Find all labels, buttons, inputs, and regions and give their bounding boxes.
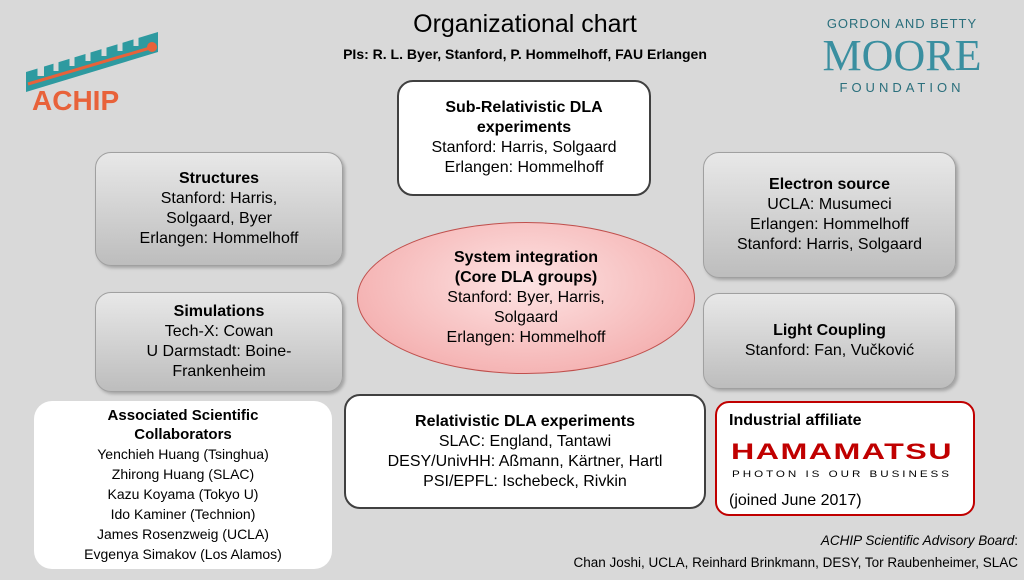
sub-relativistic-line: Erlangen: Hommelhoff [444, 159, 604, 176]
achip-logo: ACHIP [26, 32, 158, 116]
moore-logo-line1: GORDON AND BETTY [827, 16, 977, 31]
collaborator-item: Ido Kaminer (Technion) [110, 506, 256, 522]
page-subtitle: PIs: R. L. Byer, Stanford, P. Hommelhoff… [343, 46, 707, 62]
electron-source-line: Stanford: Harris, Solgaard [737, 236, 922, 253]
moore-logo-line3: FOUNDATION [840, 80, 965, 95]
electron-source-line: Erlangen: Hommelhoff [750, 216, 909, 233]
light-coupling-box: Light Coupling Stanford: Fan, Vučković [703, 293, 956, 389]
sub-relativistic-line: Stanford: Harris, Solgaard [431, 139, 617, 156]
structures-line: Stanford: Harris, [160, 190, 278, 207]
hamamatsu-logo-word: HAMAMATSU [731, 439, 953, 464]
collaborator-item: James Rosenzweig (UCLA) [97, 526, 269, 542]
structures-box: Structures Stanford: Harris, Solgaard, B… [95, 152, 343, 266]
advisory-board: ACHIP Scientific Advisory Board: Chan Jo… [470, 530, 1018, 574]
system-integration-line: Solgaard [493, 309, 559, 326]
advisory-board-colon: : [1014, 533, 1018, 548]
moore-logo-line2: MOORE [823, 31, 982, 80]
relativistic-box: Relativistic DLA experiments SLAC: Engla… [344, 394, 706, 509]
advisory-board-label: ACHIP Scientific Advisory Board [820, 533, 1015, 548]
system-integration-line: Erlangen: Hommelhoff [446, 329, 606, 346]
light-coupling-title: Light Coupling [773, 322, 886, 339]
industrial-affiliate-box: Industrial affiliate HAMAMATSU PHOTON IS… [715, 401, 975, 516]
hamamatsu-logo: HAMAMATSU PHOTON IS OUR BUSINESS [731, 439, 953, 479]
collaborator-item: Zhirong Huang (SLAC) [111, 466, 255, 482]
sub-relativistic-title-1: Sub-Relativistic DLA [445, 99, 603, 116]
structures-title: Structures [178, 170, 260, 187]
system-integration-ellipse: System integration (Core DLA groups) Sta… [357, 222, 695, 374]
collaborators-title-2: Collaborators [134, 426, 232, 443]
relativistic-line: DESY/UnivHH: Aßmann, Kärtner, Hartl [387, 452, 663, 470]
industrial-affiliate-joined: (joined June 2017) [729, 492, 862, 509]
system-integration-title-1: System integration [453, 249, 599, 266]
simulations-line: U Darmstadt: Boine- [146, 343, 292, 360]
electron-source-title: Electron source [769, 176, 890, 193]
relativistic-line: PSI/EPFL: Ischebeck, Rivkin [423, 472, 627, 490]
collaborator-item: Kazu Koyama (Tokyo U) [107, 486, 259, 502]
structures-line: Erlangen: Hommelhoff [139, 230, 299, 247]
relativistic-line: SLAC: England, Tantawi [438, 432, 612, 450]
system-integration-line: Stanford: Byer, Harris, [447, 289, 605, 306]
structures-line: Solgaard, Byer [166, 210, 272, 227]
advisory-board-members: Chan Joshi, UCLA, Reinhard Brinkmann, DE… [573, 555, 1018, 570]
sub-relativistic-box: Sub-Relativistic DLA experiments Stanfor… [397, 80, 651, 196]
collaborator-item: Yenchieh Huang (Tsinghua) [97, 446, 269, 462]
relativistic-title: Relativistic DLA experiments [415, 412, 635, 430]
simulations-line: Frankenheim [172, 363, 266, 380]
industrial-affiliate-title: Industrial affiliate [729, 412, 862, 429]
achip-logo-text: ACHIP [32, 85, 119, 116]
collaborators-title-1: Associated Scientific [107, 407, 259, 424]
light-coupling-line: Stanford: Fan, Vučković [744, 342, 915, 359]
page-title: Organizational chart [413, 10, 637, 38]
sub-relativistic-title-2: experiments [476, 119, 572, 136]
electron-source-line: UCLA: Musumeci [767, 196, 892, 213]
simulations-line: Tech-X: Cowan [164, 323, 274, 340]
electron-source-box: Electron source UCLA: Musumeci Erlangen:… [703, 152, 956, 278]
simulations-box: Simulations Tech-X: Cowan U Darmstadt: B… [95, 292, 343, 392]
hamamatsu-logo-tagline: PHOTON IS OUR BUSINESS [732, 469, 952, 479]
collaborators-box: Associated Scientific Collaborators Yenc… [34, 401, 332, 569]
moore-foundation-logo: GORDON AND BETTY MOORE FOUNDATION [823, 16, 982, 95]
collaborator-item: Evgenya Simakov (Los Alamos) [84, 546, 282, 562]
achip-accelerator-icon [26, 32, 158, 92]
system-integration-title-2: (Core DLA groups) [454, 269, 598, 286]
simulations-title: Simulations [173, 303, 265, 320]
